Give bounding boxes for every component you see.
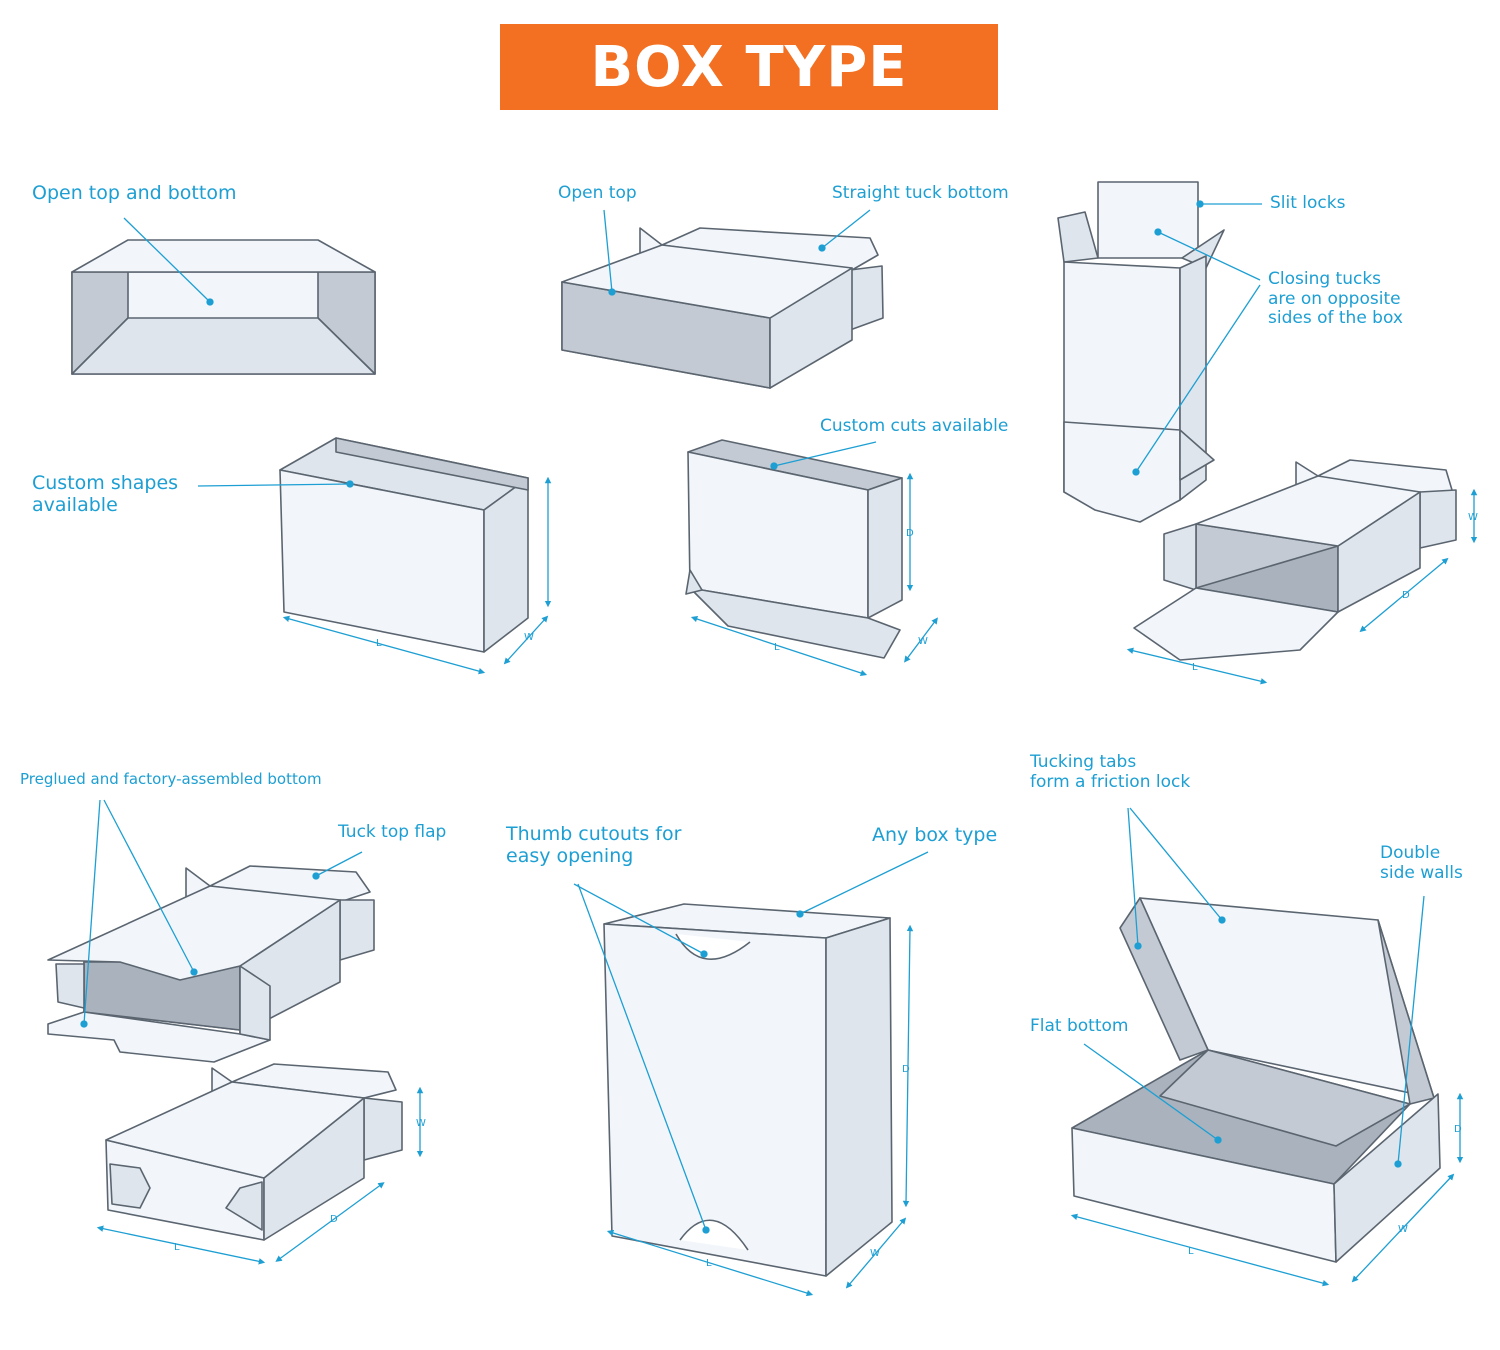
label-flat-bottom: Flat bottom bbox=[1030, 1016, 1129, 1036]
dim-label-w3: W bbox=[1468, 512, 1478, 523]
label-open-top-bottom: Open top and bottom bbox=[32, 182, 237, 204]
dim-arrow-l2 bbox=[690, 615, 868, 677]
dim-label-w4: W bbox=[416, 1118, 426, 1129]
dim-arrow-d3 bbox=[1359, 557, 1449, 633]
dim-arrow-d4 bbox=[275, 1182, 385, 1262]
closed-tuck-box bbox=[105, 1063, 403, 1241]
thumb-cutout-box bbox=[603, 903, 893, 1277]
sleeve-box bbox=[71, 239, 376, 375]
leader-custom-cuts bbox=[773, 441, 877, 467]
leader-open-top-bottom bbox=[123, 217, 211, 303]
label-custom-cuts: Custom cuts available bbox=[820, 416, 1009, 436]
leader-open-top bbox=[603, 209, 613, 293]
title-banner: BOX TYPE bbox=[500, 24, 998, 110]
slit-lock-box bbox=[1057, 181, 1225, 523]
label-double-side-walls: Double side walls bbox=[1380, 843, 1463, 883]
dim-arrow-w6 bbox=[1351, 1173, 1455, 1283]
dim-arrow-l6 bbox=[1070, 1213, 1330, 1287]
leader-double-walls bbox=[1397, 895, 1425, 1165]
dim-arrow-w1 bbox=[503, 615, 549, 665]
dim-label-d6: D bbox=[1454, 1124, 1462, 1135]
label-tucking-tabs: Tucking tabs form a friction lock bbox=[1030, 752, 1191, 792]
dim-label-l5: L bbox=[706, 1258, 712, 1269]
label-preglued: Preglued and factory-assembled bottom bbox=[20, 770, 322, 788]
label-closing-tucks: Closing tucks are on opposite sides of t… bbox=[1268, 269, 1403, 329]
open-top-tuck-box bbox=[561, 227, 884, 389]
label-slit-locks: Slit locks bbox=[1270, 193, 1346, 213]
dim-label-l3: L bbox=[1192, 662, 1198, 673]
dim-label-w1: W bbox=[524, 632, 534, 643]
dim-label-w2: W bbox=[918, 636, 928, 647]
leader-flat-bottom bbox=[1083, 1043, 1219, 1141]
dim-arrow-w5 bbox=[845, 1217, 907, 1289]
label-custom-shapes: Custom shapes available bbox=[32, 472, 179, 516]
custom-cuts-box bbox=[685, 439, 903, 659]
leader-closing-tucks-1 bbox=[1157, 231, 1261, 281]
dim-arrow-l1 bbox=[282, 615, 486, 675]
page-title: BOX TYPE bbox=[590, 34, 908, 100]
leader-custom-shapes bbox=[197, 483, 351, 487]
dim-label-d4: D bbox=[330, 1214, 338, 1225]
custom-shape-box bbox=[279, 437, 529, 653]
mailer-box bbox=[1071, 897, 1441, 1263]
label-any-box-type: Any box type bbox=[872, 824, 998, 846]
label-thumb-cutouts: Thumb cutouts for easy opening bbox=[506, 823, 682, 867]
leader-any-box bbox=[799, 851, 929, 915]
preglued-open-box bbox=[47, 865, 375, 1063]
dim-label-w5: W bbox=[870, 1248, 880, 1259]
leader-closing-tucks-2 bbox=[1135, 284, 1261, 473]
dim-label-l2: L bbox=[774, 642, 780, 653]
label-open-top: Open top bbox=[558, 183, 637, 203]
leader-thumb-2 bbox=[577, 883, 707, 1231]
leader-straight-tuck bbox=[821, 209, 871, 249]
leader-preglued-2 bbox=[103, 799, 195, 973]
dim-arrow-d5 bbox=[902, 924, 914, 1208]
dim-label-d2: D bbox=[906, 528, 914, 539]
leader-tuck-top-flap bbox=[315, 851, 363, 877]
dim-arrow-l4 bbox=[96, 1225, 266, 1265]
dim-label-w6: W bbox=[1398, 1224, 1408, 1235]
dim-label-l6: L bbox=[1188, 1246, 1194, 1257]
dim-arrow-l3 bbox=[1126, 647, 1268, 685]
leader-preglued-1 bbox=[83, 799, 101, 1025]
dim-label-d5: D bbox=[902, 1064, 910, 1075]
label-tuck-top-flap: Tuck top flap bbox=[338, 822, 447, 842]
leader-tucking-1 bbox=[1127, 807, 1139, 947]
dim-label-l1: L bbox=[376, 638, 382, 649]
dim-label-l4: L bbox=[174, 1242, 180, 1253]
leader-tucking-2 bbox=[1129, 807, 1223, 921]
dim-arrow-l5 bbox=[606, 1229, 814, 1297]
open-end-tuck-box bbox=[1133, 459, 1457, 661]
dim-arrow-w2 bbox=[904, 617, 938, 663]
label-straight-tuck-bottom: Straight tuck bottom bbox=[832, 183, 1009, 203]
dim-label-d3: D bbox=[1402, 590, 1410, 601]
leader-thumb-1 bbox=[573, 883, 705, 955]
